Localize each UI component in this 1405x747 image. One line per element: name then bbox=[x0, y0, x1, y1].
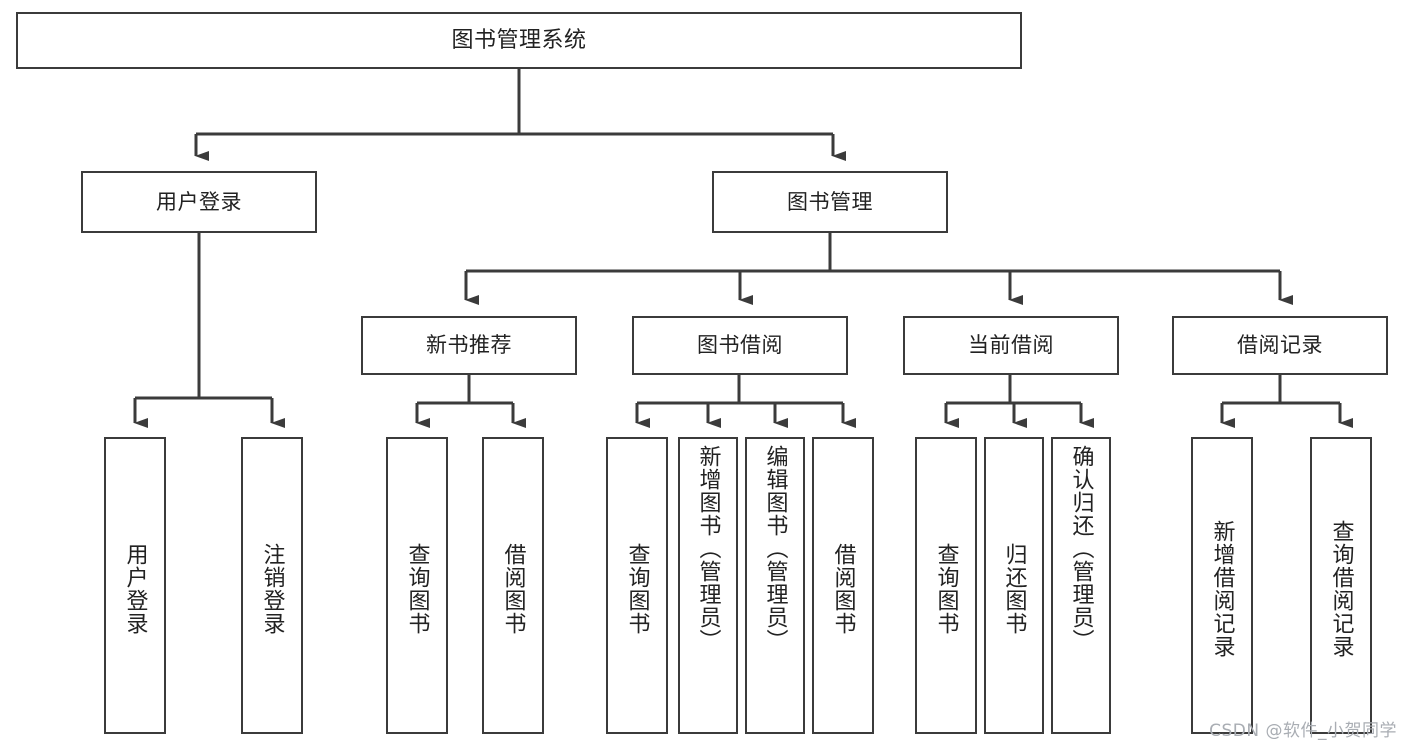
node-label: 图书管理 bbox=[787, 189, 873, 214]
node-book-borrow[interactable]: 图书借阅 bbox=[632, 316, 848, 375]
node-label: 借阅记录 bbox=[1237, 333, 1323, 358]
node-label: 新增图书（管理员） bbox=[695, 445, 721, 652]
node-label: 图书借阅 bbox=[697, 333, 783, 358]
node-label: 图书管理系统 bbox=[451, 27, 587, 53]
node-label: 编辑图书（管理员） bbox=[762, 445, 788, 652]
watermark-text: CSDN @软件_小贺同学 bbox=[1209, 721, 1397, 741]
node-label: 查询借阅记录 bbox=[1328, 519, 1354, 658]
node-label: 查询图书 bbox=[624, 542, 650, 635]
leaf-edit-book[interactable]: 编辑图书（管理员） bbox=[745, 437, 805, 734]
node-user-login[interactable]: 用户登录 bbox=[81, 171, 317, 233]
node-label: 当前借阅 bbox=[968, 333, 1054, 358]
node-label: 归还图书 bbox=[1001, 542, 1027, 635]
leaf-confirm-return[interactable]: 确认归还（管理员） bbox=[1051, 437, 1111, 734]
node-label: 新书推荐 bbox=[426, 333, 512, 358]
node-label: 注销登录 bbox=[259, 542, 285, 635]
node-label: 用户登录 bbox=[156, 189, 242, 214]
node-label: 用户登录 bbox=[122, 542, 148, 635]
node-label: 新增借阅记录 bbox=[1209, 519, 1235, 658]
leaf-add-record[interactable]: 新增借阅记录 bbox=[1191, 437, 1253, 734]
leaf-user-login[interactable]: 用户登录 bbox=[104, 437, 166, 734]
node-current-borrow[interactable]: 当前借阅 bbox=[903, 316, 1119, 375]
leaf-logout-login[interactable]: 注销登录 bbox=[241, 437, 303, 734]
node-book-management[interactable]: 图书管理 bbox=[712, 171, 948, 233]
leaf-borrow-book-1[interactable]: 借阅图书 bbox=[482, 437, 544, 734]
leaf-borrow-book-2[interactable]: 借阅图书 bbox=[812, 437, 874, 734]
node-borrow-record[interactable]: 借阅记录 bbox=[1172, 316, 1388, 375]
node-label: 查询图书 bbox=[933, 542, 959, 635]
leaf-query-book-2[interactable]: 查询图书 bbox=[606, 437, 668, 734]
node-label: 查询图书 bbox=[404, 542, 430, 635]
leaf-query-book-3[interactable]: 查询图书 bbox=[915, 437, 977, 734]
node-root-system[interactable]: 图书管理系统 bbox=[16, 12, 1022, 69]
leaf-query-book-1[interactable]: 查询图书 bbox=[386, 437, 448, 734]
leaf-return-book[interactable]: 归还图书 bbox=[984, 437, 1044, 734]
leaf-query-record[interactable]: 查询借阅记录 bbox=[1310, 437, 1372, 734]
node-label: 确认归还（管理员） bbox=[1068, 445, 1094, 652]
node-label: 借阅图书 bbox=[830, 542, 856, 635]
node-label: 借阅图书 bbox=[500, 542, 526, 635]
node-new-book-recommend[interactable]: 新书推荐 bbox=[361, 316, 577, 375]
leaf-add-book[interactable]: 新增图书（管理员） bbox=[678, 437, 738, 734]
